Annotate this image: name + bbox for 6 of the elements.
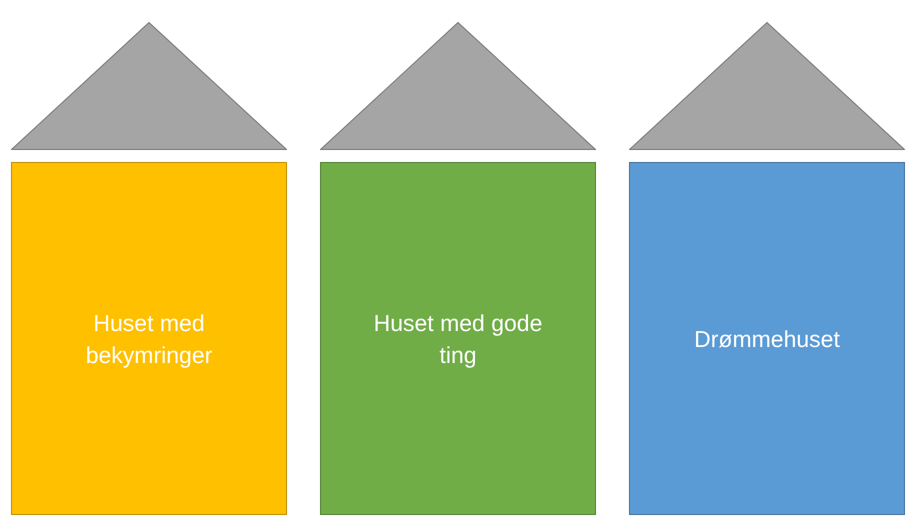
house-label: Huset med gode ting <box>372 308 544 370</box>
house-label: Drømmehuset <box>694 324 840 354</box>
house-wall-box <box>629 162 905 515</box>
house-wall-box <box>11 162 287 515</box>
house-label: Huset med bekymringer <box>84 308 214 370</box>
house-wall-box <box>320 162 596 515</box>
